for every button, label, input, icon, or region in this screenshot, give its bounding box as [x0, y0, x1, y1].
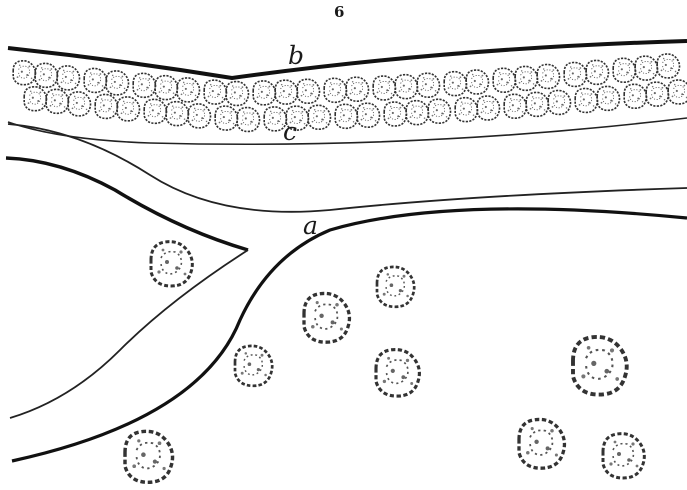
packed-cell	[188, 104, 210, 128]
free-spores	[125, 242, 644, 483]
label-c: c	[283, 119, 297, 144]
packed-cell	[586, 60, 608, 84]
spore	[519, 419, 564, 468]
packed-cell	[526, 92, 548, 116]
figure-number: 6	[334, 5, 344, 20]
packed-cell	[13, 61, 35, 85]
packed-cell	[144, 99, 166, 123]
packed-cell	[466, 70, 488, 94]
packed-cell	[133, 73, 155, 97]
packed-cell	[477, 96, 499, 120]
packed-cell	[657, 54, 679, 78]
packed-cell	[68, 92, 90, 116]
packed-cell	[84, 68, 106, 92]
packed-cell	[575, 88, 597, 112]
spore	[376, 350, 419, 397]
packed-cell	[646, 82, 668, 106]
upper-hypha-bottom-wall	[8, 118, 687, 144]
packed-cell	[24, 87, 46, 111]
packed-cell	[417, 73, 439, 97]
hypha-a-left-branch	[10, 250, 248, 418]
packed-cell	[455, 98, 477, 122]
spore	[304, 293, 349, 342]
packed-cell	[597, 86, 619, 110]
packed-cells	[13, 54, 687, 131]
packed-cell	[504, 94, 526, 118]
packed-cell	[668, 80, 687, 104]
packed-cell	[117, 97, 139, 121]
packed-cell	[204, 80, 226, 104]
packed-cell	[564, 62, 586, 86]
packed-cell	[155, 76, 177, 100]
packed-cell	[253, 81, 275, 105]
spore	[151, 242, 192, 286]
packed-cell	[297, 79, 319, 103]
packed-cell	[428, 99, 450, 123]
packed-cell	[46, 89, 68, 113]
packed-cell	[177, 78, 199, 102]
packed-cell	[106, 71, 128, 95]
packed-cell	[166, 102, 188, 126]
spore	[125, 431, 173, 482]
packed-cell	[406, 101, 428, 125]
spore	[573, 337, 627, 395]
hypha-a-inner-top	[8, 124, 687, 212]
spore	[603, 434, 644, 478]
packed-cell	[308, 105, 330, 129]
packed-cell	[624, 84, 646, 108]
packed-cell	[493, 68, 515, 92]
packed-cell	[335, 104, 357, 128]
label-b: b	[288, 43, 304, 68]
packed-cell	[395, 75, 417, 99]
packed-cell	[357, 103, 379, 127]
packed-cell	[444, 72, 466, 96]
hypha-a-right-lower	[12, 209, 687, 461]
packed-cell	[373, 76, 395, 100]
packed-cell	[57, 66, 79, 90]
packed-cell	[548, 90, 570, 114]
hypha-a-outer-top	[6, 158, 248, 250]
packed-cell	[226, 82, 248, 106]
packed-cell	[384, 102, 406, 126]
upper-hypha-top-wall	[8, 41, 687, 78]
packed-cell	[215, 106, 237, 130]
spore	[377, 267, 414, 307]
packed-cell	[95, 94, 117, 118]
packed-cell	[515, 66, 537, 90]
packed-cell	[613, 58, 635, 82]
packed-cell	[35, 63, 57, 87]
packed-cell	[537, 64, 559, 88]
packed-cell	[237, 108, 259, 132]
packed-cell	[275, 80, 297, 104]
packed-cell	[324, 78, 346, 102]
label-a: a	[303, 213, 318, 238]
packed-cell	[346, 77, 368, 101]
packed-cell	[635, 56, 657, 80]
spore	[235, 346, 272, 386]
